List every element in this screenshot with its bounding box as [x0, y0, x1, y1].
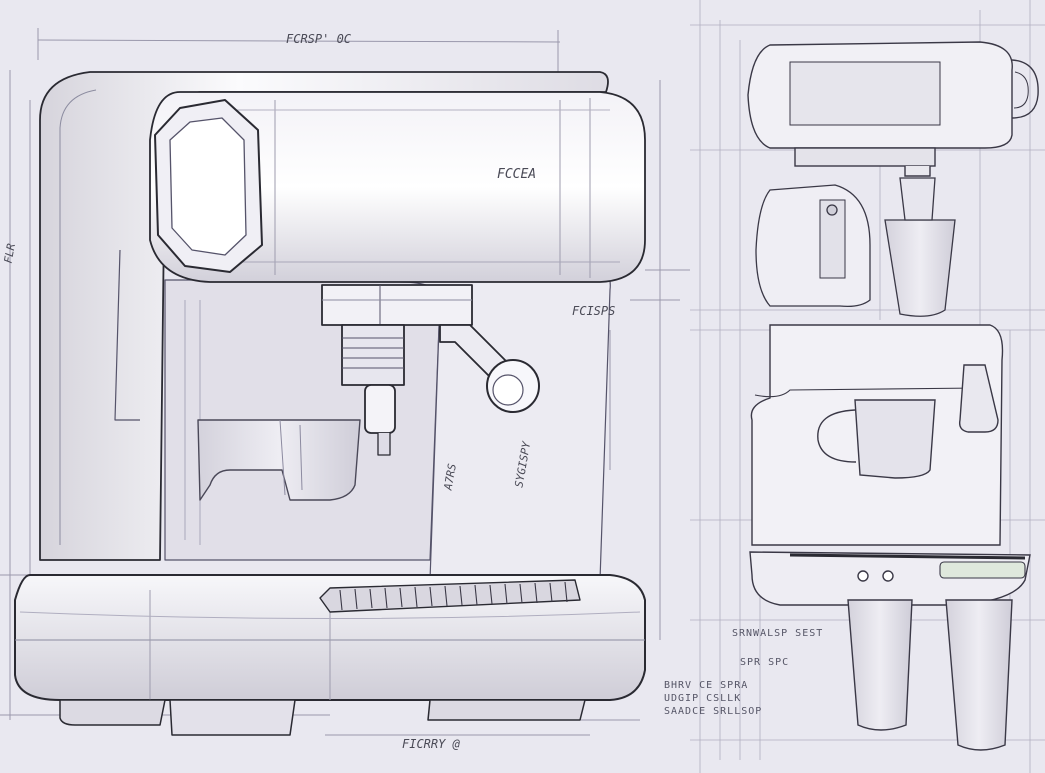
- foot-middle: [169, 699, 296, 736]
- vertical-label-a: A7RS: [441, 462, 459, 492]
- front-view: [749, 324, 1031, 751]
- group-head-block: [321, 284, 473, 326]
- side-note-4: UDGIP CSLLK: [664, 693, 741, 704]
- front-view-glass-right: [945, 599, 1013, 751]
- drip-grate-lines: [339, 581, 568, 611]
- detail-glass: [884, 219, 956, 317]
- top-dimension-label: FCRSP' 0C: [286, 32, 352, 46]
- side-note-2: SPR SPC: [740, 657, 789, 668]
- top-side-view: [747, 41, 1039, 177]
- foot-right: [427, 699, 586, 721]
- front-view-glass-left: [847, 599, 913, 731]
- side-note-5: SAADCE SRLLSOP: [664, 706, 762, 717]
- portafilter-neck: [341, 324, 405, 386]
- body-tag-label: FCCEA: [497, 167, 536, 182]
- front-view-cup: [854, 399, 936, 479]
- bottom-dimension-label: FICRRY @: [402, 737, 461, 751]
- boiler-endcap-face: [169, 117, 247, 256]
- foot-left: [59, 699, 166, 726]
- side-note-1: SRNWALSP SEST: [732, 628, 823, 639]
- middle-detail-views: [755, 177, 956, 317]
- spout-tag-label: FCISPS: [572, 304, 615, 318]
- main-machine: [14, 71, 646, 736]
- cup-in-machine: [197, 419, 361, 501]
- left-vertical-label: FLR: [2, 242, 18, 264]
- spout-tube: [364, 384, 396, 434]
- side-note-3: BHRV CE SPRA: [664, 680, 748, 691]
- boiler-head: [149, 91, 646, 283]
